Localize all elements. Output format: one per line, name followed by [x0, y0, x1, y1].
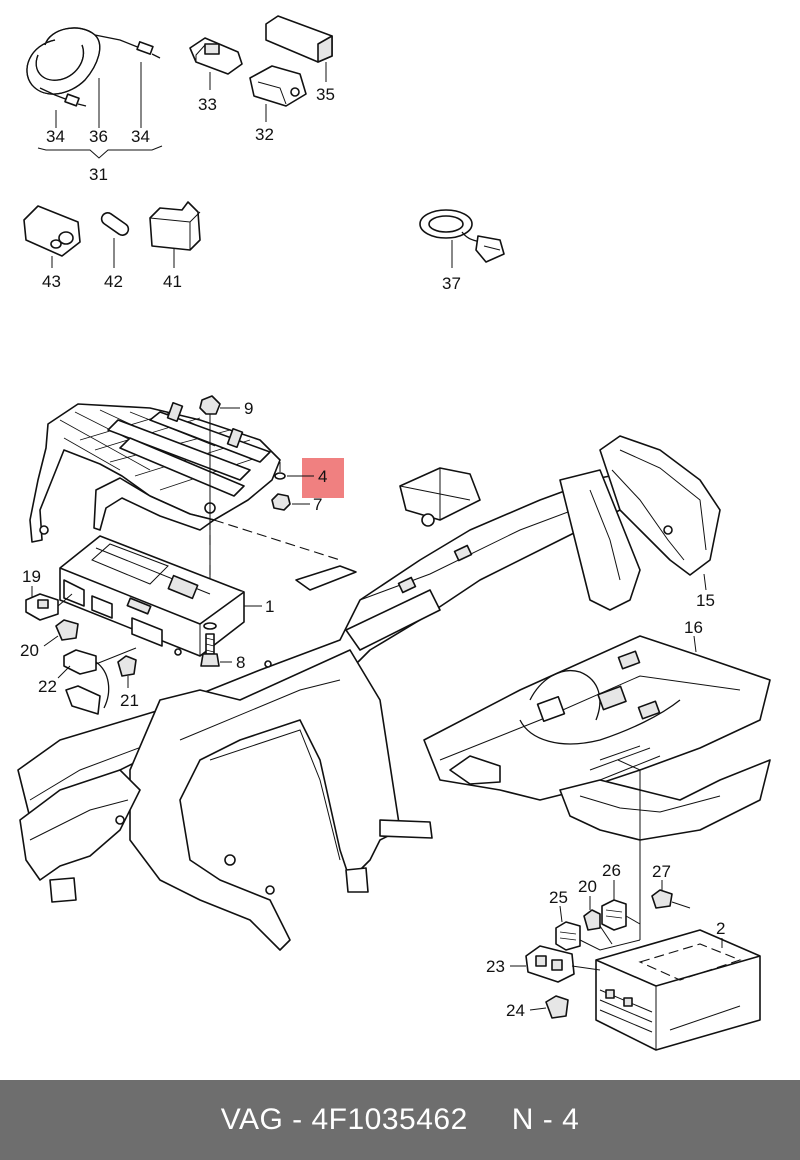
screw-part-8[interactable] — [200, 622, 220, 667]
connector-part-23[interactable] — [525, 945, 575, 983]
connector-part-22[interactable] — [63, 649, 110, 715]
console-tray-part-16[interactable] — [423, 635, 771, 841]
plug-part-42[interactable] — [99, 210, 130, 237]
connector-part-24[interactable] — [545, 995, 569, 1019]
cap-part-41[interactable] — [149, 201, 201, 251]
callout-4: 4 — [318, 467, 327, 486]
callout-23: 23 — [486, 957, 505, 976]
callout-20-right: 20 — [578, 877, 597, 896]
connector-part-27[interactable] — [651, 889, 673, 909]
callout-22: 22 — [38, 677, 57, 696]
connector-part-20-left[interactable] — [55, 619, 79, 641]
page-indicator: N - 4 — [511, 1103, 580, 1136]
callout-25: 25 — [549, 888, 568, 907]
callout-16: 16 — [684, 618, 703, 637]
callout-43: 43 — [42, 272, 61, 291]
callout-33: 33 — [198, 95, 217, 114]
highlighted-part-marker — [302, 458, 344, 498]
footer-bar: VAG - 4F1035462 N - 4 — [0, 1080, 800, 1160]
callout-1: 1 — [265, 597, 274, 616]
callout-7: 7 — [313, 495, 322, 514]
callout-34-left: 34 — [46, 127, 65, 146]
radio-unit-part-2[interactable] — [595, 929, 761, 1051]
callout-19: 19 — [22, 567, 41, 586]
callout-27: 27 — [652, 862, 671, 881]
callout-37: 37 — [442, 274, 461, 293]
parts-diagram: 34 36 34 31 33 32 35 43 42 41 — [17, 15, 771, 1051]
callout-2: 2 — [716, 919, 725, 938]
connector-part-21[interactable] — [117, 655, 137, 677]
callout-20-left: 20 — [20, 641, 39, 660]
callout-42: 42 — [104, 272, 123, 291]
callout-8: 8 — [236, 653, 245, 672]
coiled-cable-part-36[interactable] — [26, 27, 161, 107]
control-unit-part-1[interactable] — [59, 535, 245, 657]
connector-part-33[interactable] — [189, 37, 243, 75]
connector-part-26[interactable] — [601, 899, 627, 931]
connector-part-19[interactable] — [25, 593, 59, 621]
callout-34-right: 34 — [131, 127, 150, 146]
callout-21: 21 — [120, 691, 139, 710]
connector-part-35[interactable] — [265, 15, 333, 63]
side-bracket-part-15[interactable] — [559, 435, 721, 611]
part-number-label: VAG - 4F1035462 — [220, 1103, 468, 1136]
callout-9: 9 — [244, 399, 253, 418]
connector-part-25[interactable] — [555, 921, 581, 951]
callout-36: 36 — [89, 127, 108, 146]
connector-part-20-right[interactable] — [583, 909, 601, 931]
connector-part-32[interactable] — [249, 65, 307, 107]
callout-15: 15 — [696, 591, 715, 610]
cross-car-beam[interactable] — [17, 467, 651, 951]
washer-part-4[interactable] — [274, 472, 286, 480]
callout-24: 24 — [506, 1001, 525, 1020]
callout-31: 31 — [89, 165, 108, 184]
mounting-bracket[interactable] — [29, 401, 281, 543]
clip-part-9[interactable] — [199, 395, 221, 415]
callout-35: 35 — [316, 85, 335, 104]
nut-part-7[interactable] — [271, 493, 291, 511]
callout-41: 41 — [163, 272, 182, 291]
connector-part-43[interactable] — [23, 205, 81, 257]
callout-26: 26 — [602, 861, 621, 880]
callout-32: 32 — [255, 125, 274, 144]
ring-antenna-part-37[interactable] — [419, 209, 505, 263]
